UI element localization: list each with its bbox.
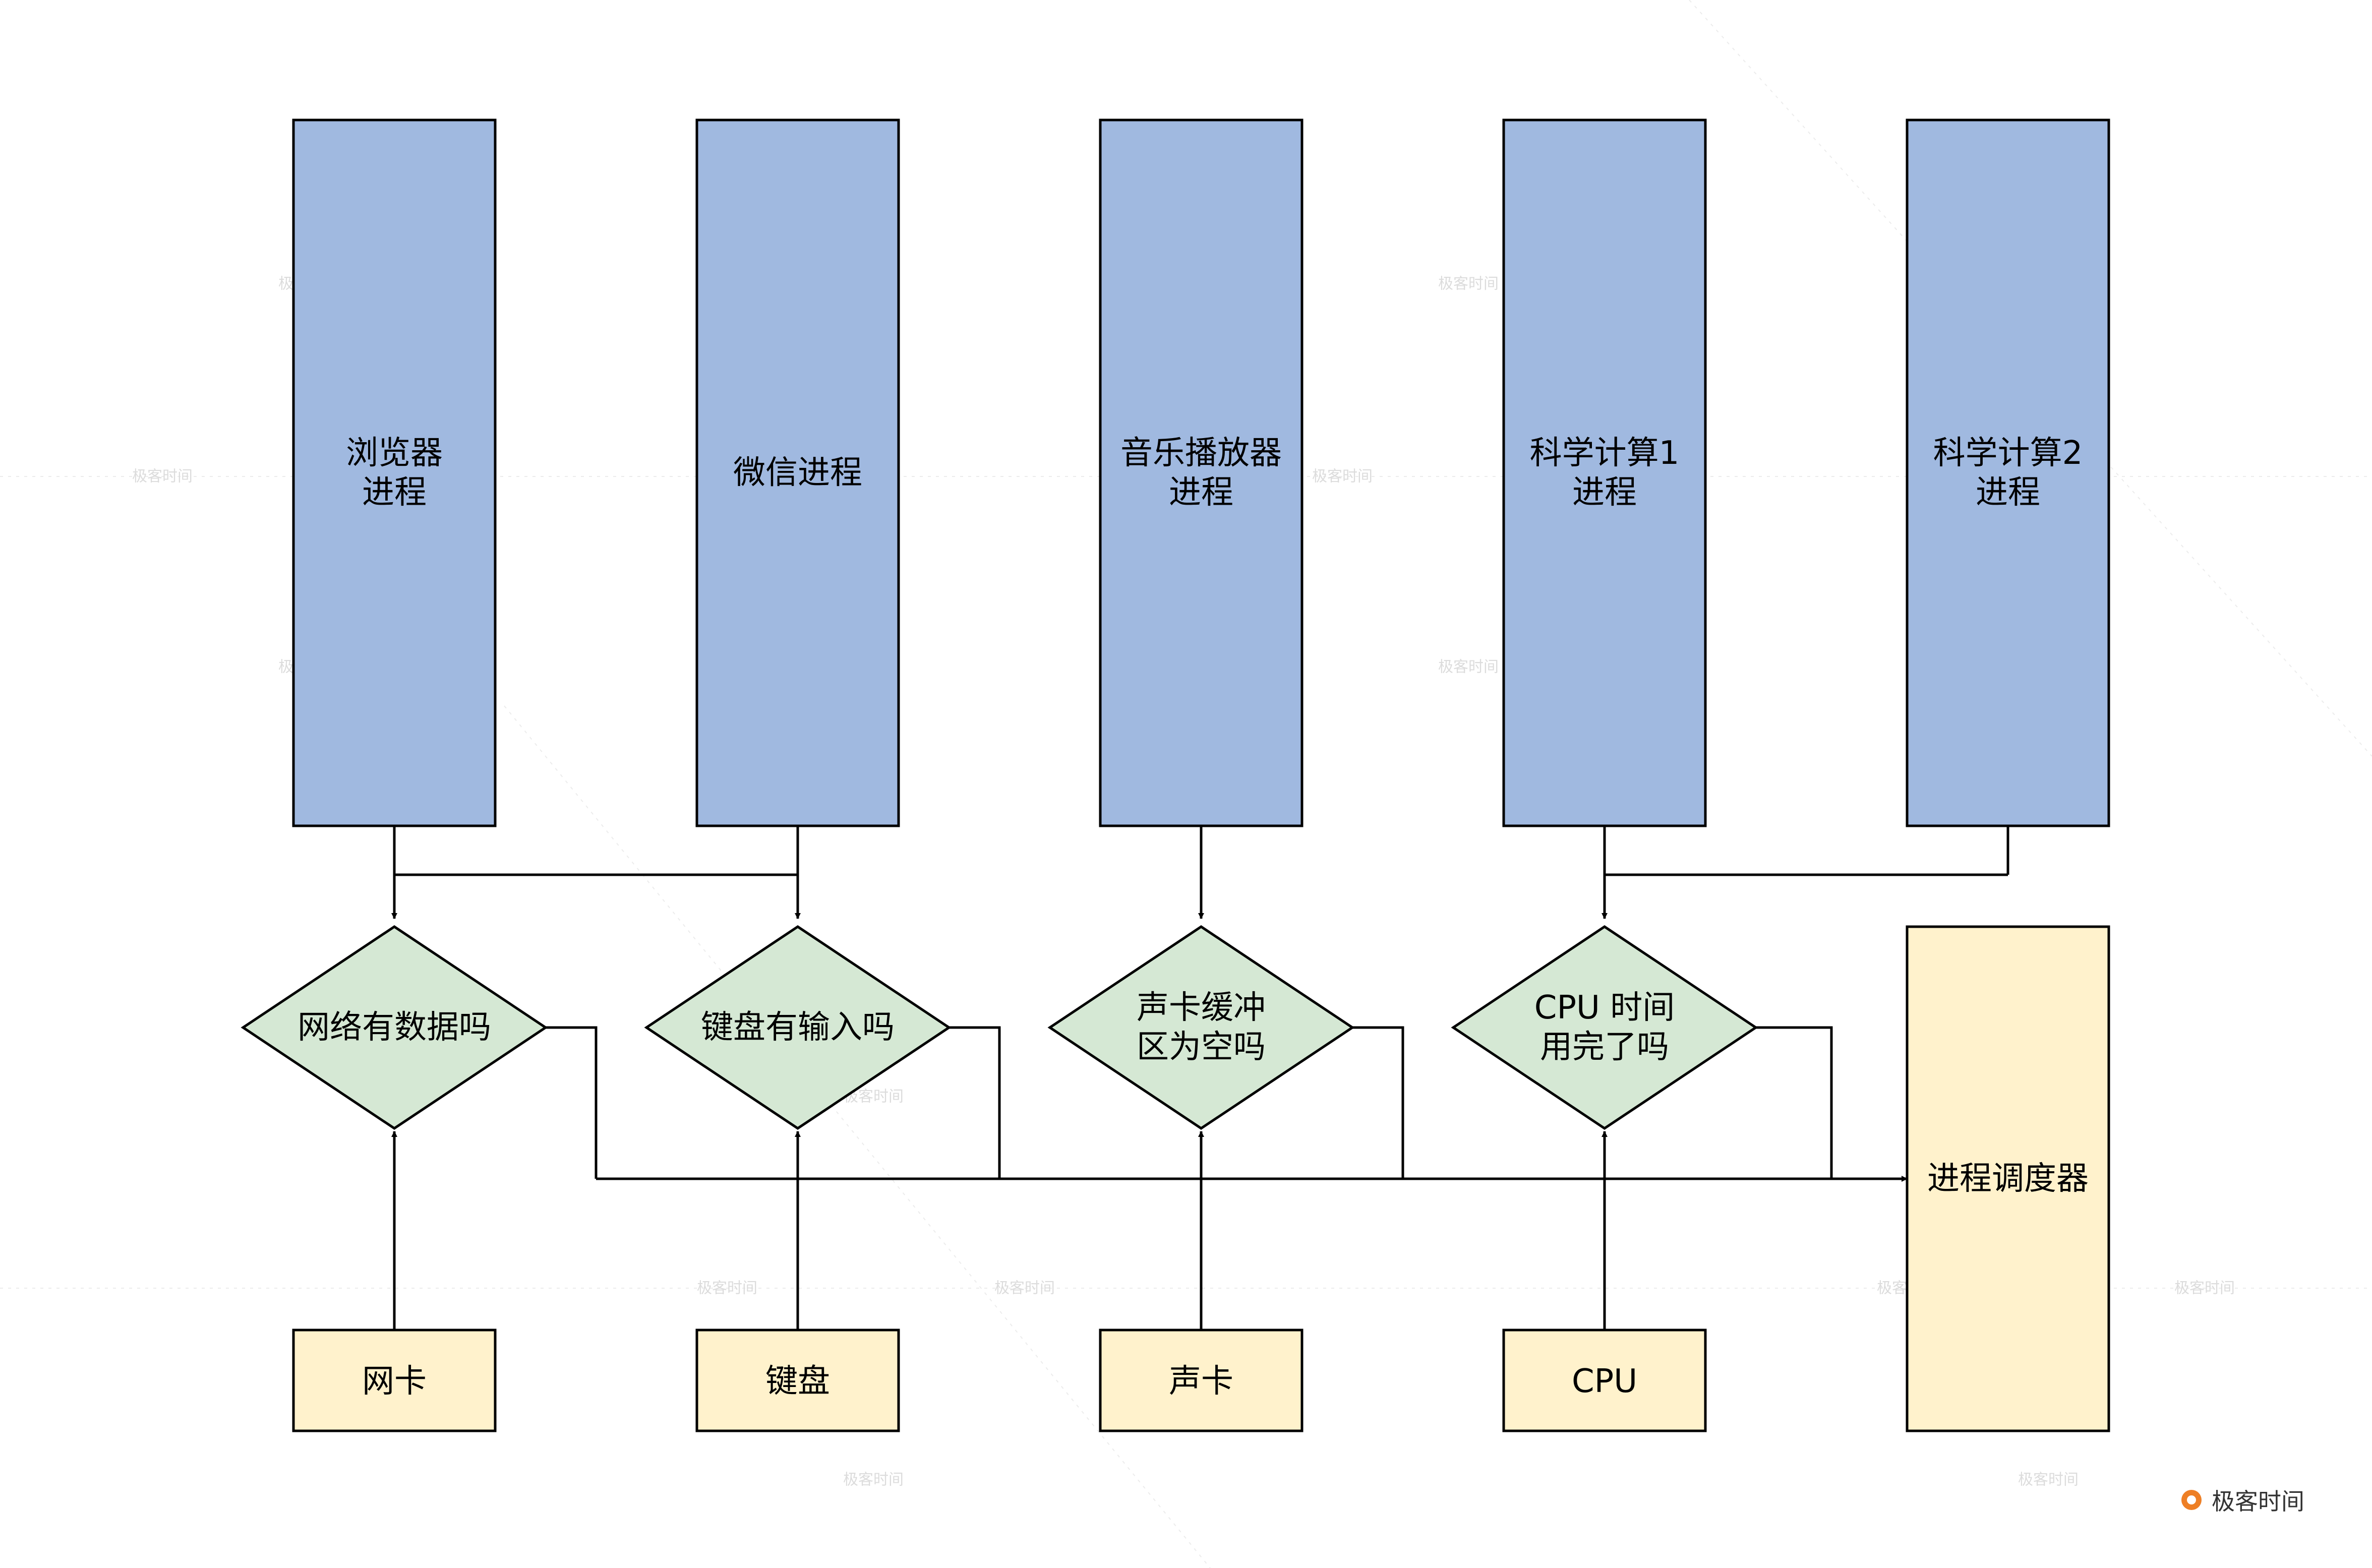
device-box (1502, 1329, 1707, 1432)
watermark-text: 极客时间 (1438, 275, 1499, 293)
device-cpu-label: CPU (1572, 1363, 1637, 1400)
device-box (292, 1329, 497, 1432)
device-soundcard-label: 声卡 (1169, 1363, 1233, 1400)
process-sci1-label-line-2: 进程 (1572, 474, 1637, 511)
device-soundcard: 声卡 (1099, 1329, 1303, 1432)
watermark-text: 极客时间 (1312, 468, 1373, 486)
edge-cpu-to-bus (1756, 1026, 1833, 1179)
process-music-label-line-2: 进程 (1169, 474, 1233, 511)
edge-snd-to-bus (1352, 1026, 1404, 1179)
process-box (292, 118, 497, 827)
process-browser-label-line-2: 进程 (362, 474, 427, 511)
device-box (695, 1329, 900, 1432)
decision-diamond (241, 925, 548, 1130)
device-cpu: CPU (1502, 1329, 1707, 1432)
watermark-text: 极客时间 (697, 1280, 757, 1297)
decision-diamond (1451, 925, 1758, 1130)
edge-net-to-bus (546, 1026, 598, 1179)
device-nic-label: 网卡 (362, 1363, 427, 1400)
device-nic: 网卡 (292, 1329, 497, 1432)
device-keyboard-label: 键盘 (765, 1363, 830, 1400)
process-box (1502, 118, 1707, 827)
process-music-label-line-1: 音乐播放器 (1120, 435, 1282, 472)
scheduler-label: 进程调度器 (1927, 1160, 2089, 1197)
watermark-text: 极客时间 (843, 1471, 904, 1489)
device-keyboard: 键盘 (695, 1329, 900, 1432)
watermark-text: 极客时间 (132, 468, 193, 486)
watermark-text: 极客时间 (2018, 1471, 2079, 1489)
decision-diamond (1047, 925, 1355, 1130)
brand-logo-text: 极客时间 (2212, 1488, 2304, 1515)
watermark-text: 极客时间 (2174, 1280, 2235, 1297)
decision-kbd-label-line-1: 键盘有输入吗 (701, 1009, 895, 1046)
decision-snd-label-line-1: 声卡缓冲 (1137, 989, 1266, 1027)
process-box (695, 118, 900, 827)
process-sci2-label-line-2: 进程 (1976, 474, 2040, 511)
device-box (1099, 1329, 1303, 1432)
scheduler-node: 进程调度器 (1906, 925, 2110, 1432)
process-browser-label-line-1: 浏览器 (346, 435, 443, 472)
process-box (1099, 118, 1303, 827)
watermark-text: 极客时间 (1438, 658, 1499, 676)
scheduler-box (1906, 925, 2110, 1432)
brand-logo: 极客时间 (2181, 1488, 2304, 1515)
process-box (1906, 118, 2110, 827)
device-row: 网卡 键盘 声卡 CPU (292, 1329, 1707, 1432)
edge-kbd-to-bus (949, 1026, 1001, 1179)
decision-net-label-line-1: 网络有数据吗 (298, 1009, 491, 1046)
process-wechat: 微信进程 (695, 118, 900, 827)
decision-net: 网络有数据吗 (241, 925, 548, 1130)
connectors (391, 826, 2009, 1330)
process-wechat-label-line-1: 微信进程 (733, 454, 862, 492)
decision-cpu-label-line-1: CPU 时间 (1534, 989, 1675, 1027)
decision-diamond (644, 925, 952, 1130)
process-sci2-label-line-1: 科学计算2 (1933, 435, 2083, 472)
watermark-text: 极客时间 (994, 1280, 1055, 1297)
decision-cpu-label-line-2: 用完了吗 (1540, 1029, 1669, 1066)
decision-snd-label-line-2: 区为空吗 (1137, 1029, 1266, 1066)
process-sci1-label-line-1: 科学计算1 (1530, 435, 1680, 472)
decision-kbd: 键盘有输入吗 (644, 925, 952, 1130)
